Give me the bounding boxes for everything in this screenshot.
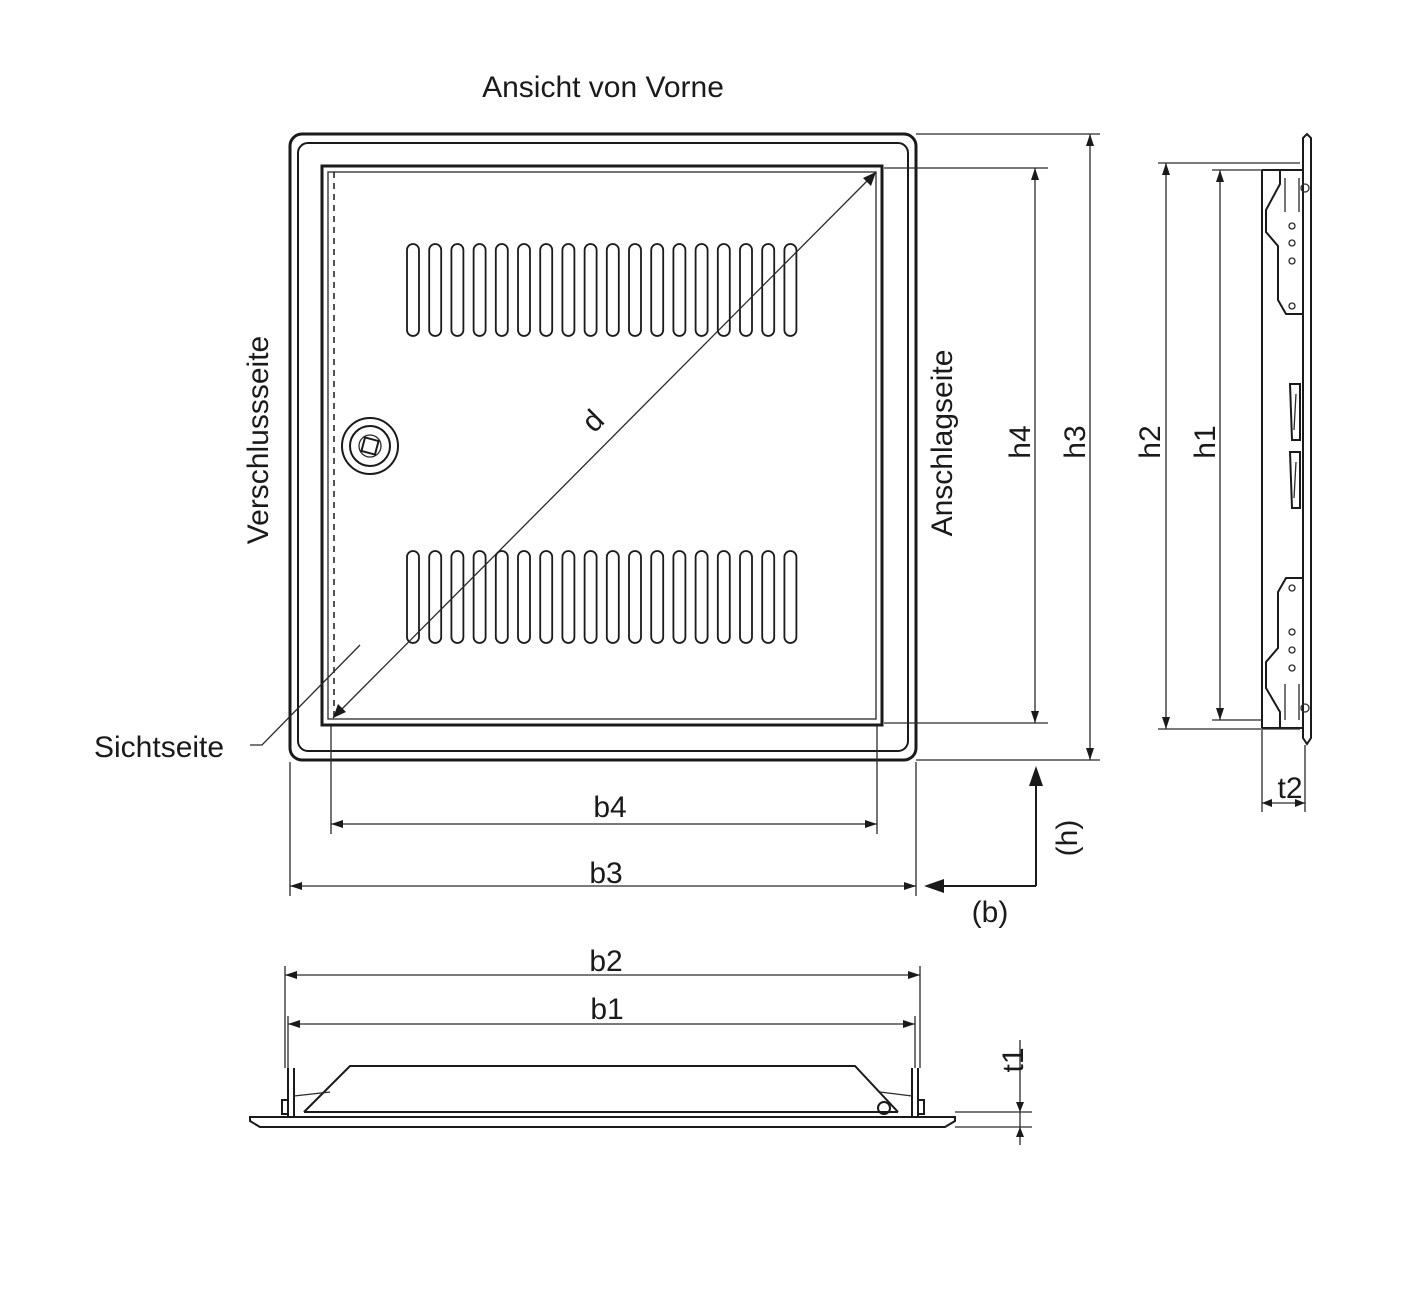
vent-slot [539, 550, 554, 644]
dimension-d: d [576, 404, 611, 439]
outer-frame [288, 132, 918, 762]
bottom-hinge [1265, 577, 1304, 729]
vent-slot [739, 550, 753, 644]
vent-slot [783, 550, 798, 644]
diagonal-arrow-start [333, 704, 346, 718]
vent-slot [472, 550, 487, 644]
width-axis-arrow-icon [924, 879, 944, 893]
visible-side-leader [250, 644, 361, 746]
frame-inner-edge [297, 142, 909, 752]
vent-slot [472, 243, 487, 337]
vent-slot [761, 243, 776, 337]
dimension-h1: h1 [1189, 425, 1222, 458]
vent-slot [517, 243, 531, 337]
vent-slot [650, 243, 665, 337]
door-panel-inner-edge [327, 171, 877, 720]
axis-indicator: (h) (b) [924, 766, 1084, 929]
vent-slot [739, 243, 753, 337]
label-visible-side: Sichtseite [94, 731, 224, 764]
top-dimensions: b2 b1 t1 [284, 945, 1032, 1145]
vent-slots-bottom [406, 550, 798, 644]
vent-slot [672, 550, 687, 644]
height-axis-arrow-icon [1029, 766, 1043, 786]
dimension-b2: b2 [589, 945, 622, 978]
top-view [249, 1065, 956, 1128]
vent-slot [628, 550, 642, 644]
vent-slot [450, 550, 465, 644]
vent-slot [494, 243, 509, 337]
axis-label-height: (h) [1051, 820, 1084, 857]
vent-slot [650, 550, 665, 644]
vent-slot [628, 243, 642, 337]
vent-slot [561, 243, 576, 337]
dimension-b1: b1 [590, 993, 623, 1026]
front-view: d Verschlussseite Anschlagseite Sichtsei… [94, 132, 959, 764]
vent-slot [406, 243, 420, 337]
dimension-h2: h2 [1134, 425, 1167, 458]
label-lock-side: Verschlussseite [242, 336, 275, 544]
side-flange [1302, 132, 1312, 746]
label-hinge-side: Anschlagseite [926, 350, 959, 537]
vent-slot [605, 243, 620, 337]
vent-slots-top [406, 243, 798, 337]
vent-slot [494, 550, 509, 644]
vent-slot [428, 243, 443, 337]
dimension-b3: b3 [589, 857, 622, 890]
view-title: Ansicht von Vorne [482, 71, 724, 104]
vent-slot [716, 550, 731, 644]
vent-slot [450, 243, 465, 337]
dimension-h3: h3 [1059, 425, 1092, 458]
diagonal-arrow-end [863, 172, 876, 186]
dimension-h4: h4 [1004, 425, 1037, 458]
door-panel [320, 164, 884, 727]
dimension-b4: b4 [593, 791, 626, 824]
diagonal-dimension-line [332, 171, 877, 719]
vent-slot [716, 243, 731, 337]
vent-slot [761, 550, 776, 644]
dimension-t1: t1 [997, 1047, 1030, 1072]
middle-latch [1288, 383, 1301, 509]
vent-slot [583, 243, 598, 337]
top-view-flange [249, 1116, 956, 1128]
vent-slot [539, 243, 554, 337]
vent-slot [672, 243, 687, 337]
axis-label-width: (b) [972, 896, 1009, 929]
top-view-hinge-pin [877, 1101, 891, 1115]
vent-slot [583, 550, 598, 644]
top-view-door-body [303, 1065, 899, 1113]
vent-slot [561, 550, 576, 644]
lock-icon [341, 417, 399, 475]
vent-slot [517, 550, 531, 644]
side-view [1261, 132, 1312, 746]
vent-slot [694, 550, 709, 644]
dimension-t2: t2 [1277, 772, 1302, 805]
vent-slot [694, 243, 709, 337]
front-dimensions: h4 h3 b4 b3 [289, 133, 1100, 896]
vent-slot [783, 243, 798, 337]
side-dimensions: h2 h1 t2 [1134, 162, 1306, 812]
vent-slot [406, 550, 420, 644]
vent-slot [428, 550, 443, 644]
top-hinge [1265, 169, 1304, 315]
vent-slot [605, 550, 620, 644]
